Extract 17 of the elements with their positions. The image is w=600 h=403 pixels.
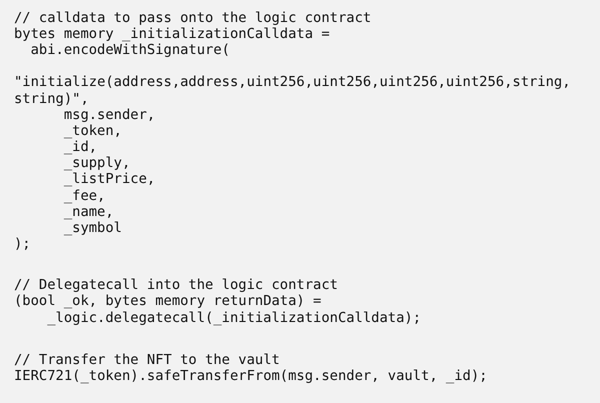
code-comment: // calldata to pass onto the logic contract <box>14 10 372 26</box>
code-comment: // Delegatecall into the logic contract <box>14 277 338 294</box>
code-line: _token, <box>64 122 122 140</box>
code-line: bytes memory _initializationCalldata = <box>14 26 330 42</box>
code-line: ); <box>14 236 31 252</box>
code-line: _logic.delegatecall(_initializationCalldata); <box>47 310 422 326</box>
code-line: _id, <box>64 139 98 156</box>
code-line: _name, <box>64 204 114 220</box>
code-line: _listPrice, <box>64 171 156 188</box>
code-line: msg.sender, <box>64 106 156 123</box>
code-line: _fee, <box>64 188 106 204</box>
code-comment: // Transfer the NFT to the vault <box>14 352 280 368</box>
code-line: (bool _ok, bytes memory returnData) = <box>14 293 322 310</box>
code-line: abi.encodeWithSignature( <box>30 42 230 58</box>
code-line: IERC721(_token).safeTransferFrom(msg.sender, vault, _id); <box>14 368 488 384</box>
code-line: _supply, <box>64 155 130 172</box>
code-line: _symbol <box>64 220 122 236</box>
